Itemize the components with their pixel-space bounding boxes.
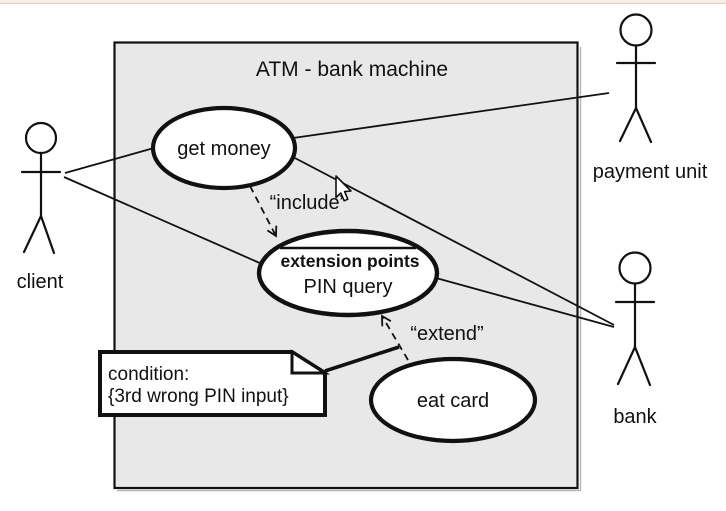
usecase-pin-query-label: PIN query <box>304 276 393 298</box>
system-title: ATM - bank machine <box>256 58 448 81</box>
actor-bank-leg-right <box>633 345 652 387</box>
associations <box>63 92 615 328</box>
include-relationship-arrow <box>249 185 278 238</box>
usecase-pin-query-ellipse <box>256 228 440 318</box>
actor-payment-unit-label: payment unit <box>593 161 708 183</box>
note-fold-icon <box>290 349 331 375</box>
actor-client-label: client <box>17 271 64 293</box>
usecase-pin-query: extension points PIN query <box>256 228 440 318</box>
include-label: “include” <box>270 192 347 214</box>
actor-payment-unit-leg-right <box>634 106 653 144</box>
actor-bank-head <box>618 251 652 285</box>
note-line-1: condition: <box>108 364 189 385</box>
actor-client-leg-right <box>39 214 56 255</box>
note-connector <box>324 345 400 373</box>
actor-bank-figure <box>614 251 656 387</box>
mouse-cursor-icon <box>335 175 352 202</box>
assoc-client-get-money <box>64 147 155 174</box>
assoc-get-money-payment-unit <box>292 92 610 139</box>
actor-bank-leg-left <box>616 345 637 386</box>
note-line-2: {3rd wrong PIN input} <box>108 386 289 407</box>
extend-label: “extend” <box>410 323 483 345</box>
note-outline <box>98 350 327 417</box>
note-box: condition: {3rd wrong PIN input} <box>98 349 331 417</box>
actor-client-leg-left <box>22 214 43 254</box>
actor-bank-label: bank <box>613 406 657 428</box>
usecase-get-money-ellipse <box>150 105 298 191</box>
usecase-get-money-label: get money <box>177 138 270 160</box>
actor-payment-unit-figure <box>615 13 657 144</box>
actor-client-head <box>24 121 58 155</box>
actor-payment-unit-head <box>619 13 653 47</box>
usecase-eat-card-label: eat card <box>417 390 489 412</box>
usecase-eat-card-ellipse <box>368 356 538 444</box>
assoc-pin-query-bank <box>435 277 615 328</box>
usecase-eat-card: eat card <box>368 356 538 444</box>
actor-client-figure <box>20 121 62 255</box>
top-strip <box>0 0 726 3</box>
system-boundary-shadow <box>117 47 582 492</box>
assoc-get-money-bank <box>292 156 615 326</box>
extend-relationship-arrow <box>381 314 409 361</box>
usecase-get-money: get money <box>150 105 298 191</box>
extension-points-title: extension points <box>280 251 419 271</box>
assoc-client-pin-query <box>63 176 263 265</box>
actor-payment-unit-leg-left <box>618 106 638 143</box>
